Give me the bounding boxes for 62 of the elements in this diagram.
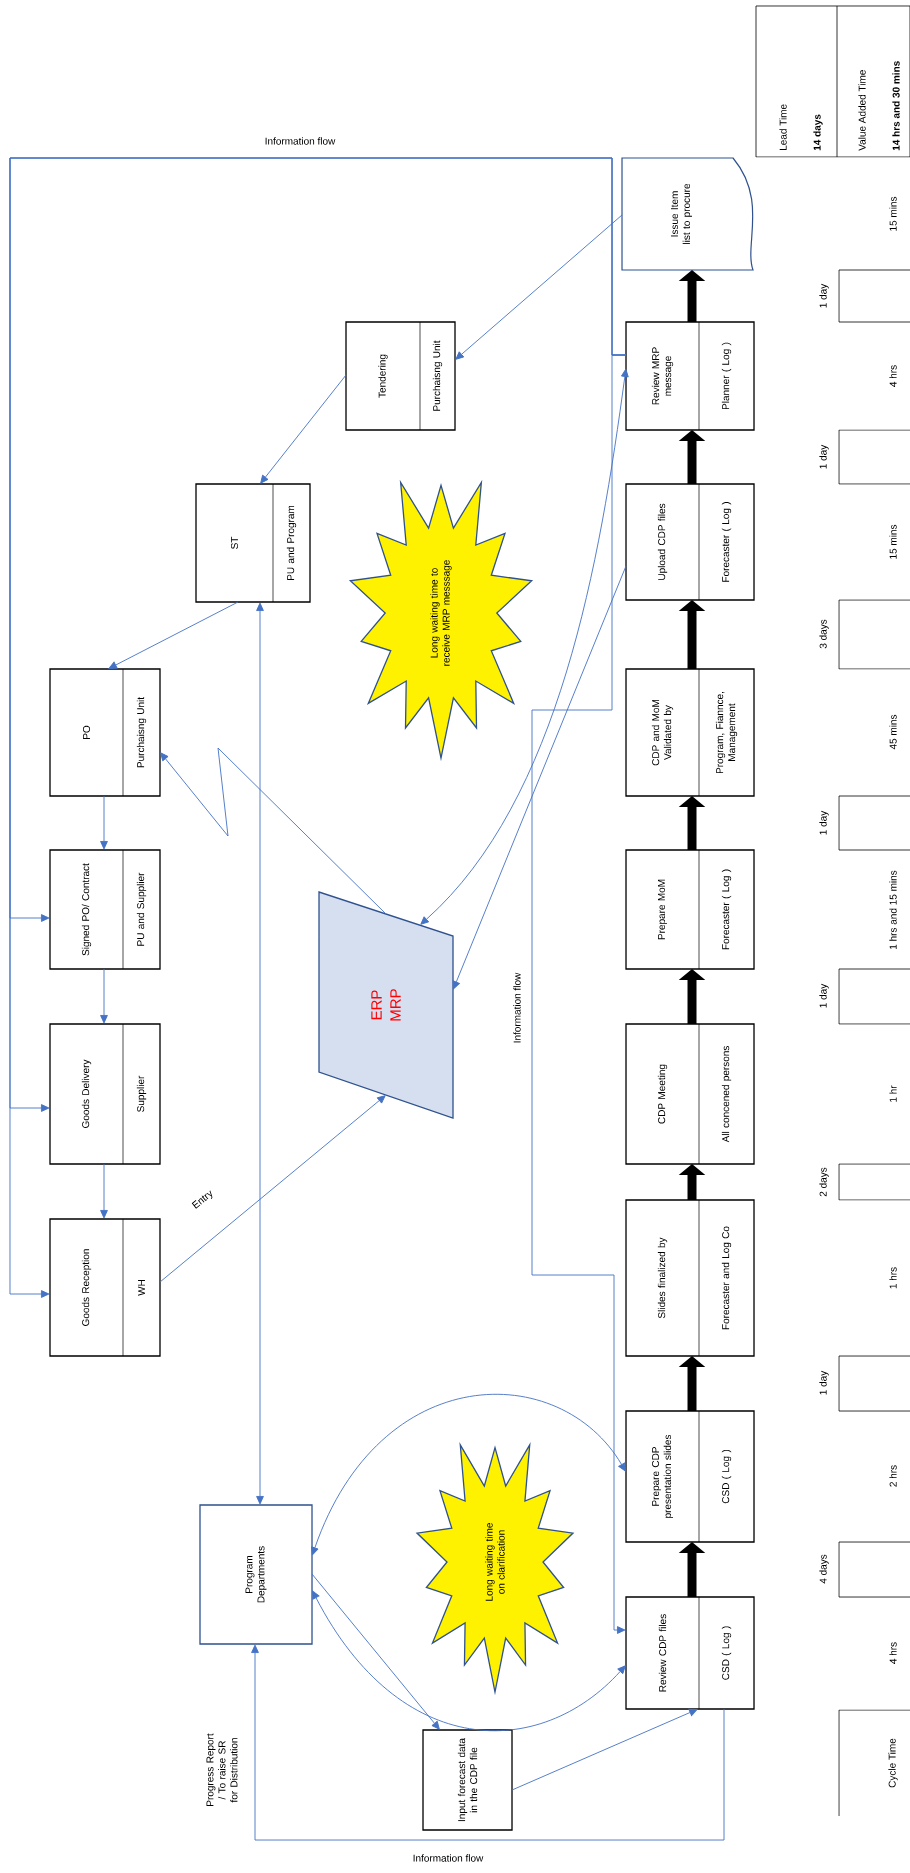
arrow	[312, 1590, 626, 1732]
arrow	[100, 1163, 108, 1219]
label: Value Added Time	[858, 70, 866, 151]
process-box: Slides finalized by Forecaster and Log Co	[625, 1199, 755, 1357]
process-box: Goods Delivery Supplier	[49, 1023, 161, 1165]
time-label: 1 hrs	[889, 1267, 897, 1289]
process-box: Review CDP files CSD ( Log )	[625, 1596, 755, 1710]
label: Lead Time	[779, 104, 787, 150]
time-label: 4 hrs	[889, 1642, 897, 1664]
arrow	[455, 214, 623, 360]
data-parallelogram: ERP MRP	[318, 891, 454, 1119]
lightning-arrow	[160, 747, 387, 915]
process-box: Tendering Purchaisng Unit	[345, 321, 456, 431]
process-box: Prepare CDP presentation slides CSD ( Log )	[625, 1410, 755, 1543]
time-label: 2 hrs	[889, 1465, 897, 1487]
label: 14 hrs and 30 mins	[892, 61, 900, 151]
time-label: 45 mins	[889, 714, 897, 750]
time-label: 15 mins	[889, 196, 897, 231]
process-box: Signed PO/ Contract PU and Supplier	[49, 849, 161, 970]
process-box: Program Departments	[199, 1504, 313, 1645]
time-label: 2 days	[819, 1167, 829, 1197]
process-box: ST PU and Program	[195, 483, 311, 603]
arrow	[511, 1708, 698, 1791]
arrow	[100, 795, 108, 850]
time-label: 1 day	[819, 444, 829, 469]
arrow	[311, 1573, 440, 1730]
process-box: Prepare MoM Forecaster ( Log )	[625, 849, 755, 970]
time-label: 4 hrs	[889, 365, 897, 387]
time-label: 3 days	[819, 619, 829, 649]
arrow	[311, 1393, 626, 1556]
document-box: Issue Item list to procure	[621, 157, 754, 271]
process-box: Goods Reception WH	[49, 1218, 161, 1357]
time-label: 1 day	[819, 283, 829, 308]
time-label: 1 day	[819, 983, 829, 1008]
edge-label: Information flow	[263, 135, 337, 147]
note-text: Progress Report / To raise SR for Distribution	[206, 1733, 238, 1806]
time-label: 1 hr	[889, 1085, 897, 1102]
time-label: 15 mins	[889, 524, 897, 559]
arrow	[531, 354, 627, 1634]
arrow	[108, 601, 239, 669]
time-label: 1 day	[819, 1370, 829, 1395]
arrow	[159, 1095, 386, 1283]
time-label: 4 days	[819, 1554, 829, 1584]
process-box: CDP and MoM Validated by Program, Fiannce, Management	[625, 668, 755, 797]
time-label: 1 day	[819, 810, 829, 835]
process-box: Review MRP message Planner ( Log )	[625, 321, 755, 431]
arrow	[260, 374, 347, 484]
process-box: PO Purchaisng Unit	[49, 668, 161, 797]
summary-table: Lead Time 14 days Value Added Time 14 hrs and 30 mins	[755, 5, 910, 158]
process-box: Input forecast data in the CDP file	[422, 1729, 513, 1831]
process-box: Upload CDP files Forecaster ( Log )	[625, 483, 755, 601]
arrow	[251, 1644, 725, 1841]
cycle-time-step: Cycle Time	[838, 1709, 910, 1817]
arrow	[256, 602, 264, 1505]
label: 14 days	[813, 114, 823, 151]
arrow	[452, 565, 627, 990]
process-box: CDP Meeting All concened persons	[625, 1023, 755, 1165]
arrow	[100, 968, 108, 1024]
time-label: 1 hrs and 15 mins	[889, 870, 897, 949]
arrow	[420, 368, 629, 925]
edge-label: Information flow	[511, 971, 523, 1045]
edge-label: Information flow	[411, 1852, 485, 1864]
